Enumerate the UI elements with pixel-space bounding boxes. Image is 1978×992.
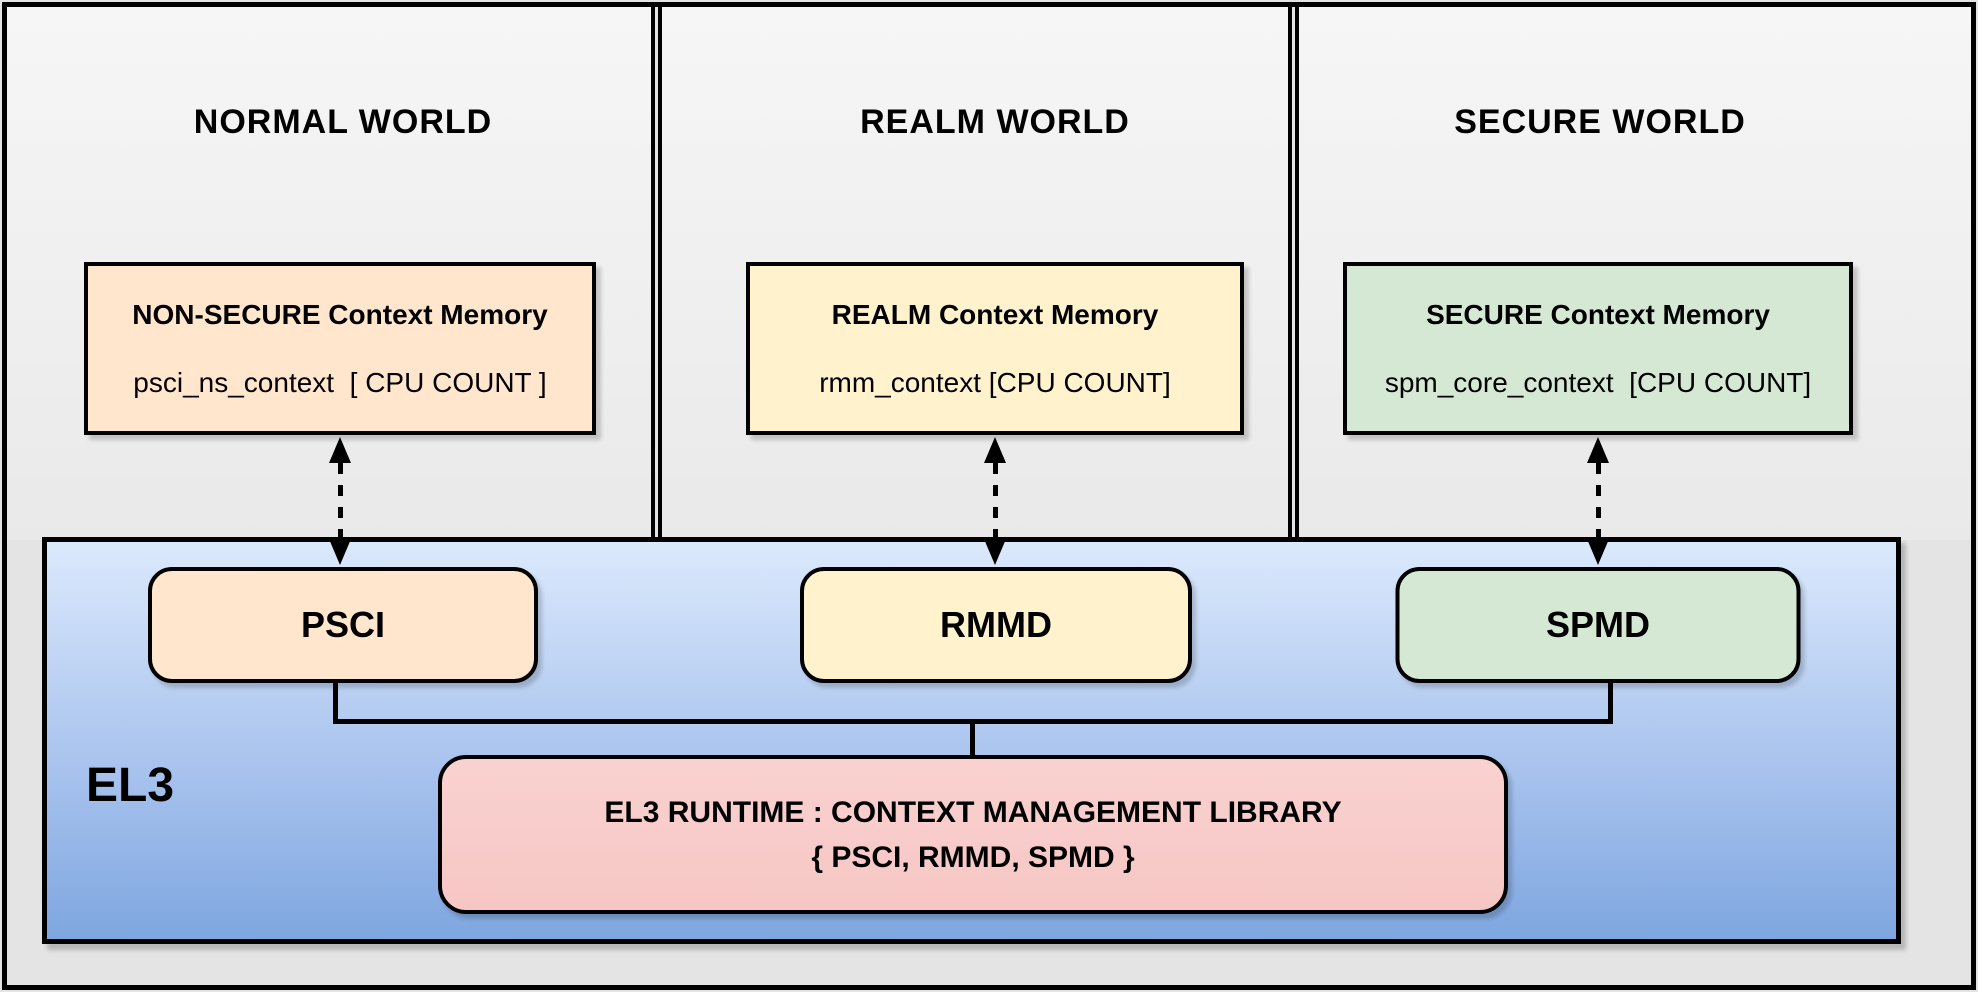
arrow-down-icon (329, 539, 351, 565)
dashed-arrow-secure-world (1586, 437, 1610, 565)
secure-context-memory-title: SECURE Context Memory (1426, 298, 1770, 330)
normal-world-title: NORMAL WORLD (193, 103, 493, 141)
spmd-box: SPMD (1395, 567, 1801, 683)
secure-world-title: SECURE WORLD (1454, 103, 1746, 141)
arrow-down-icon (1587, 539, 1609, 565)
secure-context-memory-box: SECURE Context Memory spm_core_context [… (1343, 262, 1853, 435)
el3-runtime-title: EL3 RUNTIME : CONTEXT MANAGEMENT LIBRARY (604, 795, 1342, 829)
el3-runtime-subtitle: { PSCI, RMMD, SPMD } (811, 840, 1135, 874)
realm-context-memory-array: rmm_context [CPU COUNT] (819, 366, 1171, 398)
dashed-arrow-realm-world (983, 437, 1007, 565)
arrow-up-icon (329, 437, 351, 463)
connector-horizontal-bus (333, 719, 1613, 724)
dashed-shaft (337, 463, 343, 539)
dashed-arrow-normal-world (328, 437, 352, 565)
arrow-up-icon (1587, 437, 1609, 463)
non-secure-context-memory-title: NON-SECURE Context Memory (132, 298, 548, 330)
dashed-shaft (992, 463, 998, 539)
arrow-up-icon (984, 437, 1006, 463)
arrow-down-icon (984, 539, 1006, 565)
connector-psci-down (333, 683, 338, 724)
realm-world-title: REALM WORLD (860, 103, 1130, 141)
el3-label: EL3 (86, 759, 175, 812)
psci-box: PSCI (148, 567, 538, 683)
non-secure-context-memory-array: psci_ns_context [ CPU COUNT ] (133, 366, 547, 398)
realm-context-memory-box: REALM Context Memory rmm_context [CPU CO… (746, 262, 1244, 435)
non-secure-context-memory-box: NON-SECURE Context Memory psci_ns_contex… (84, 262, 596, 435)
connector-runtime-drop (970, 722, 975, 758)
realm-context-memory-title: REALM Context Memory (831, 298, 1159, 330)
rmmd-box: RMMD (800, 567, 1192, 683)
el3-runtime-box: EL3 RUNTIME : CONTEXT MANAGEMENT LIBRARY… (438, 755, 1508, 914)
secure-context-memory-array: spm_core_context [CPU COUNT] (1384, 366, 1812, 398)
dashed-shaft (1595, 463, 1601, 539)
connector-spmd-down (1608, 683, 1613, 724)
